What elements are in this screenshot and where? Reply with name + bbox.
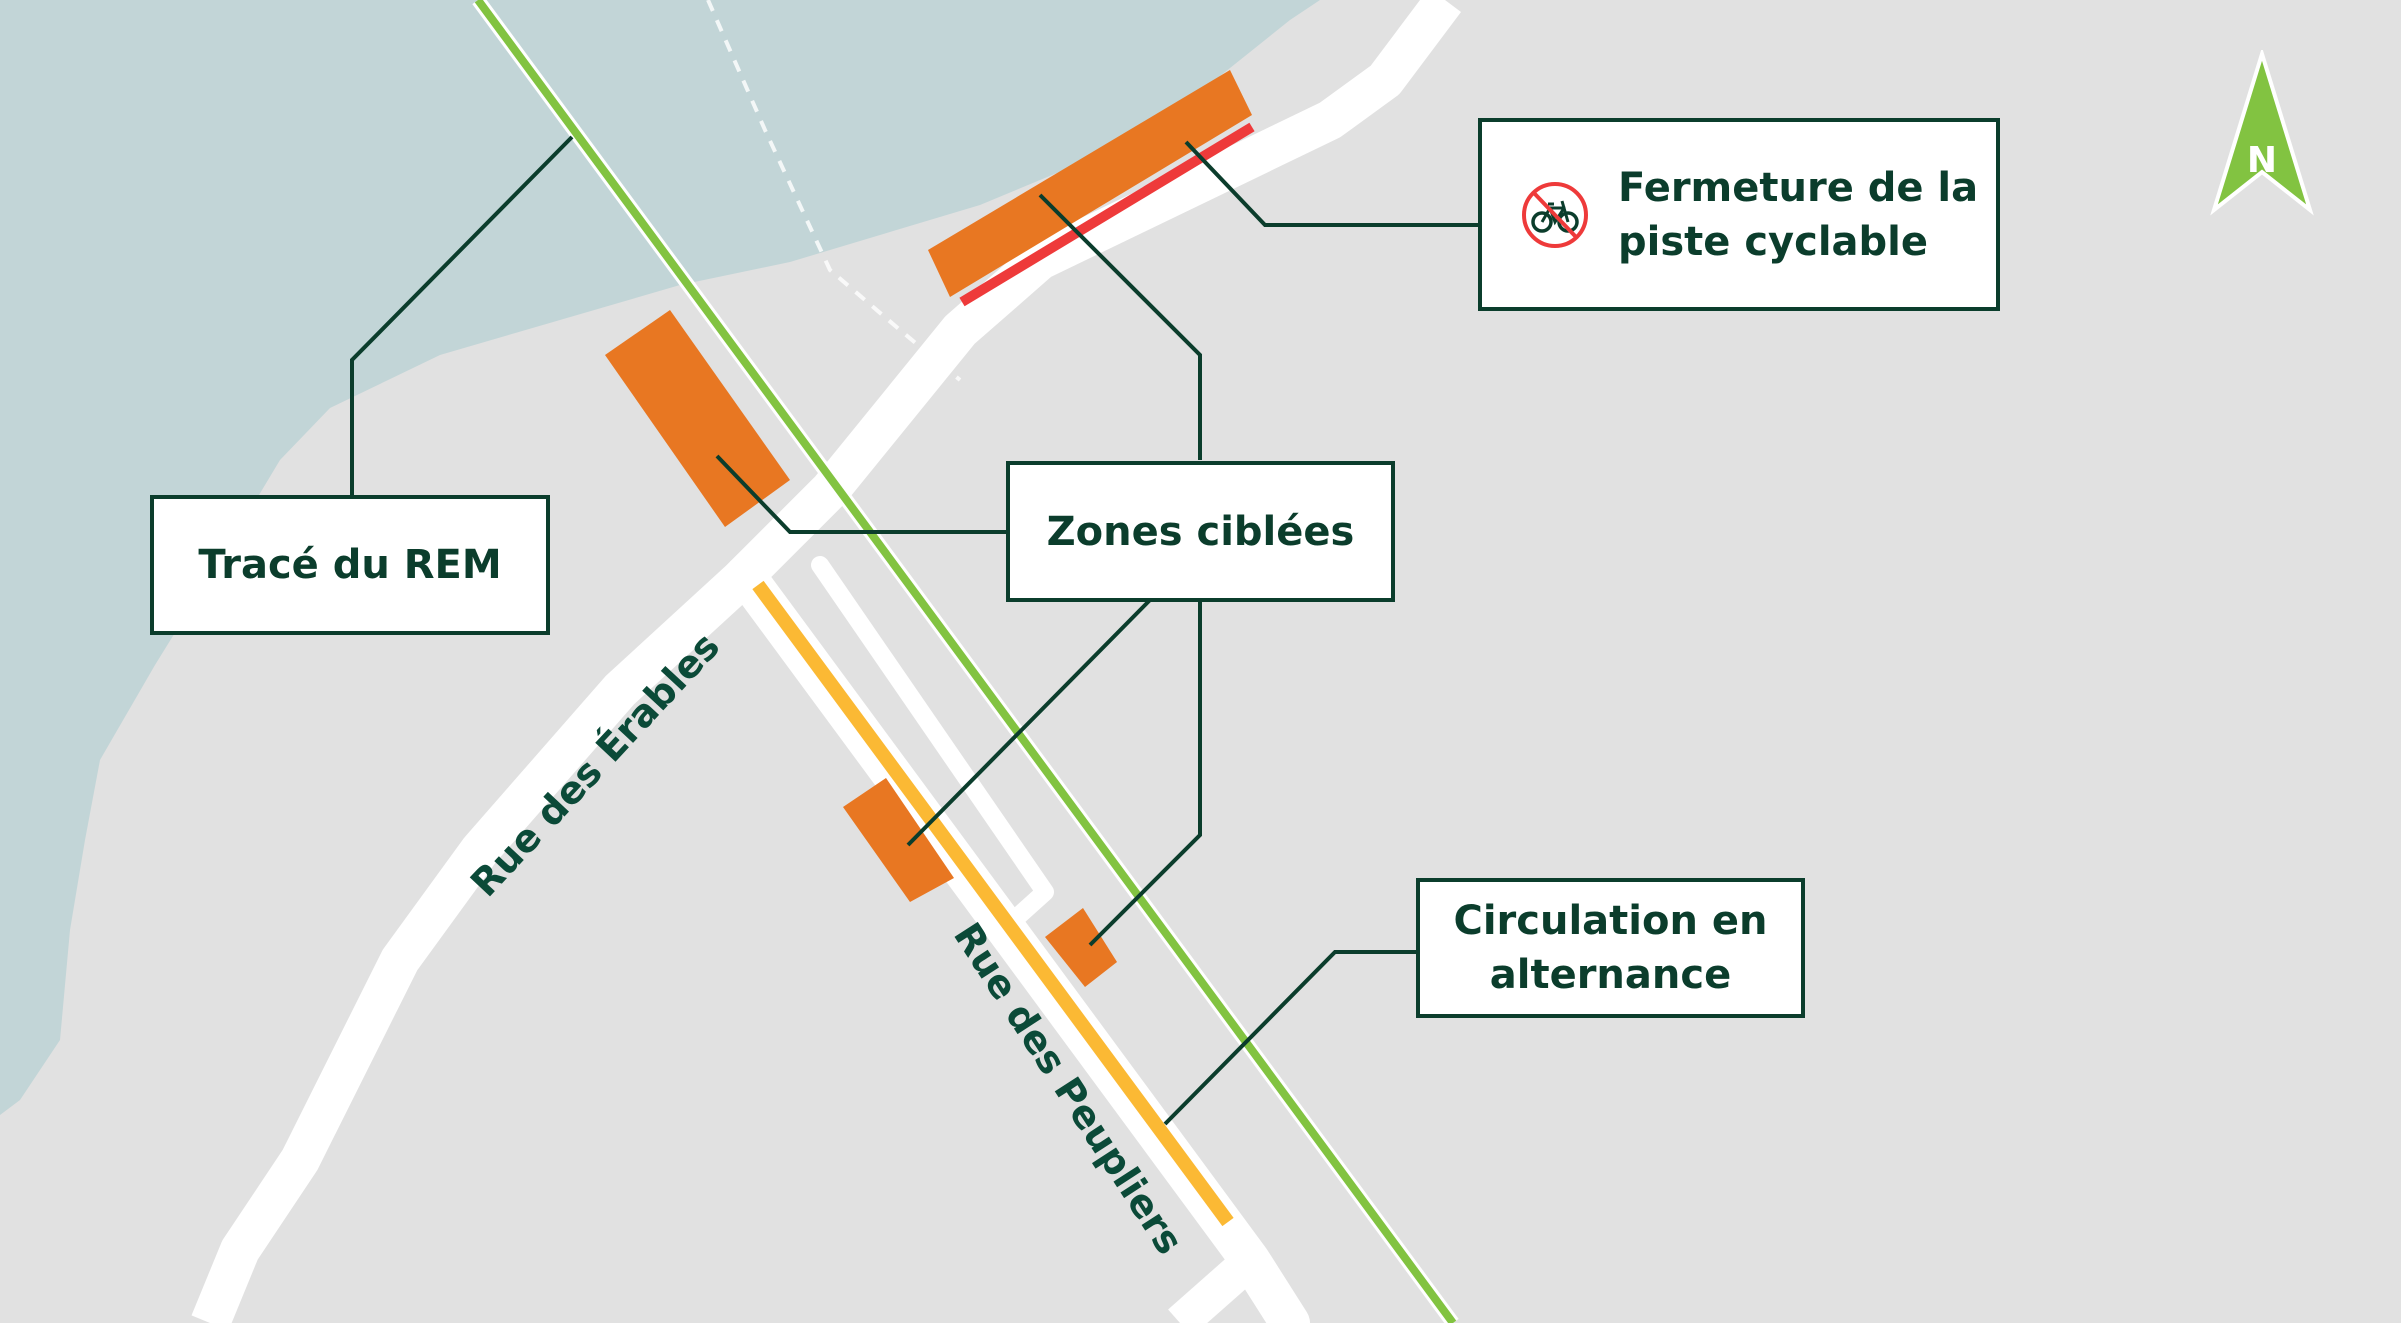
callout-line-zones-d <box>1088 600 1202 947</box>
road-erables <box>191 0 1461 1323</box>
callout-line-zones-c <box>906 598 1152 847</box>
rem-line-core <box>474 0 1457 1323</box>
callout-line-zones-a <box>715 454 1008 534</box>
callout-bike-closure: Fermeture de la piste cyclable <box>1478 118 2000 311</box>
north-arrow-icon: N <box>2210 47 2314 216</box>
bike-lane-closure <box>959 122 1255 307</box>
dashed-boundary <box>706 0 962 382</box>
targeted-zone-3 <box>843 778 954 902</box>
north-arrow: N <box>2210 47 2314 220</box>
callout-line-zones-b <box>1038 193 1202 460</box>
callout-alternating-traffic: Circulation en alternance <box>1416 878 1805 1018</box>
water-body <box>0 0 1320 1115</box>
targeted-zone-4 <box>1045 908 1117 987</box>
callout-circulation-label: Circulation en alternance <box>1453 898 1768 998</box>
callout-zones-label: Zones ciblées <box>1046 508 1355 555</box>
callout-targeted-zones: Zones ciblées <box>1006 461 1395 602</box>
road-branch-south <box>1168 1256 1252 1323</box>
alternating-traffic-segment <box>752 580 1234 1227</box>
callout-line-bike <box>1184 140 1480 227</box>
no-bicycle-icon <box>1520 180 1590 250</box>
targeted-zone-2 <box>605 310 790 527</box>
road-service <box>811 556 1054 937</box>
callout-bike-label: Fermeture de la piste cyclable <box>1618 164 1979 265</box>
targeted-zone-1 <box>928 70 1252 297</box>
callout-line-circulation <box>1163 950 1418 1126</box>
callout-rem-label: Tracé du REM <box>198 542 502 588</box>
north-label: N <box>2247 140 2277 181</box>
callout-rem: Tracé du REM <box>150 495 550 635</box>
callout-line-rem <box>350 135 574 498</box>
